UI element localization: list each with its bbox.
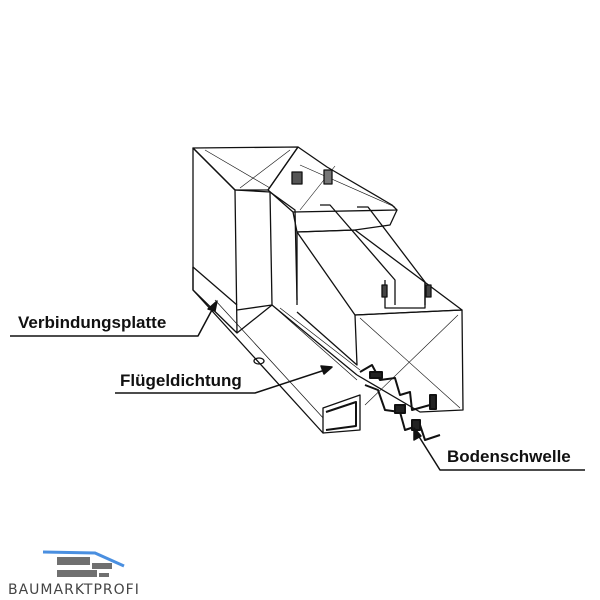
base-plate (192, 267, 361, 434)
threshold-profile (359, 364, 441, 441)
label-fluegeldichtung: Flügeldichtung (120, 371, 242, 390)
logo-text: BAUMARKTPROFI (8, 582, 140, 598)
middle-block (267, 146, 398, 305)
sash-block (296, 204, 464, 413)
baumarktprofi-logo (42, 550, 125, 577)
leader-lines (10, 300, 585, 471)
label-verbindungsplatte: Verbindungsplatte (18, 313, 167, 332)
left-frame-block (192, 146, 299, 334)
label-bodenschwelle: Bodenschwelle (447, 447, 571, 466)
